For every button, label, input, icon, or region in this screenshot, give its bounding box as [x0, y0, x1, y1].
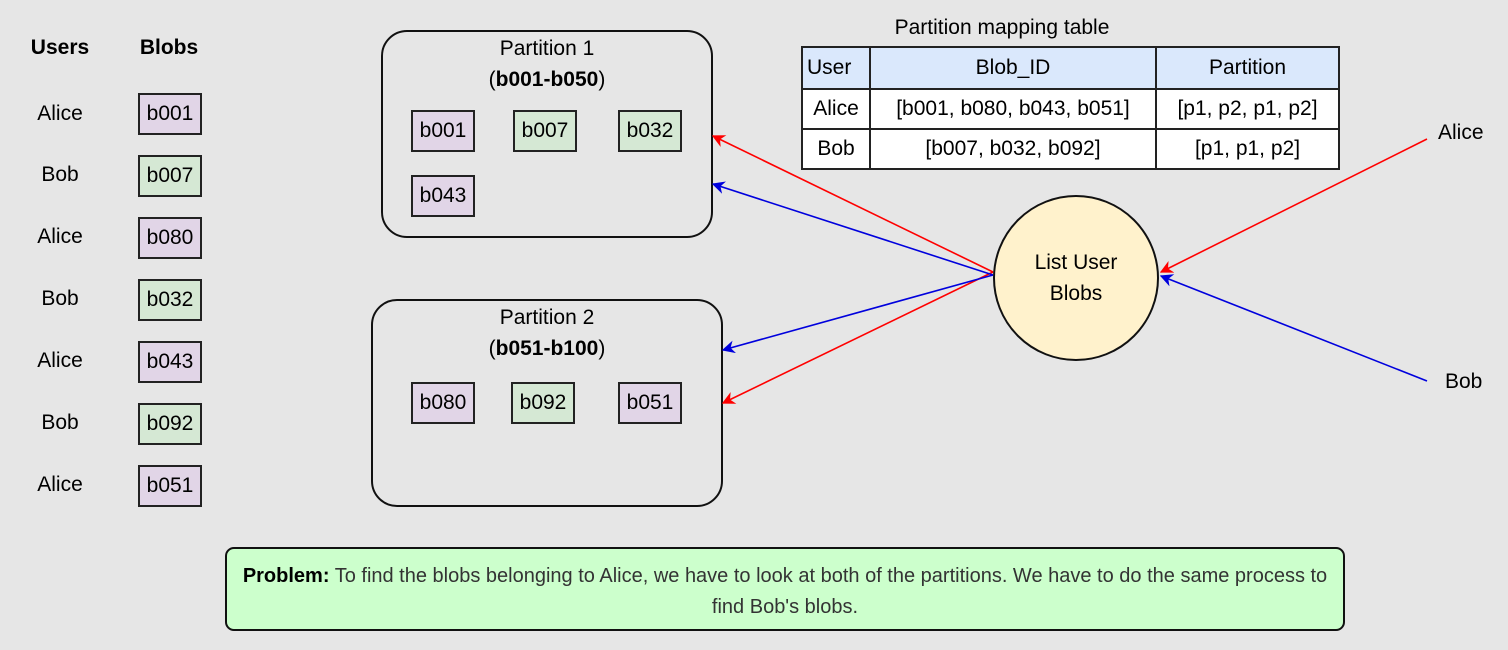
service-to-partition-2-bob-arrow: [721, 274, 994, 354]
mapping-table-title: Partition mapping table: [894, 16, 1110, 39]
problem-text: To find the blobs belonging to Alice, we…: [334, 565, 1328, 618]
service-to-partition-1-alice-arrow: [711, 135, 994, 273]
partition-1-range: (b001-b050): [488, 68, 606, 91]
blob-item: b032: [138, 279, 202, 321]
table-cell: Bob: [801, 128, 871, 170]
user-label: Bob: [41, 411, 79, 434]
user-label: Bob: [41, 163, 79, 186]
user-label: Alice: [37, 102, 83, 125]
table-row: Alice [b001, b080, b043, b051] [p1, p2, …: [801, 88, 1340, 130]
table-cell: [p1, p2, p1, p2]: [1155, 88, 1340, 130]
service-to-partition-1-bob-arrow: [711, 181, 994, 276]
alice-to-service-arrow: [1159, 138, 1428, 273]
user-label: Bob: [41, 287, 79, 310]
partition-1-blob: b001: [411, 110, 475, 152]
blob-item: b051: [138, 465, 202, 507]
partition-1-blob: b007: [513, 110, 577, 152]
service-label: List User Blobs: [1034, 251, 1118, 305]
actor-bob: Bob: [1445, 370, 1483, 393]
problem-label: Problem:: [242, 565, 330, 587]
blob-item: b043: [138, 341, 202, 383]
partition-2-title: Partition 2: [499, 306, 595, 329]
partition-1-title: Partition 1: [499, 37, 595, 60]
table-row: Bob [b007, b032, b092] [p1, p1, p2]: [801, 128, 1340, 170]
user-label: Alice: [37, 225, 83, 248]
table-header-row: User Blob_ID Partition: [801, 46, 1340, 90]
partition-2-blob: b051: [618, 382, 682, 424]
table-cell: [b007, b032, b092]: [869, 128, 1157, 170]
user-label: Alice: [37, 473, 83, 496]
partition-1-blob: b032: [618, 110, 682, 152]
problem-note: Problem: To find the blobs belonging to …: [225, 547, 1345, 631]
blob-item: b007: [138, 155, 202, 197]
column-header-blob-id: Blob_ID: [869, 46, 1157, 90]
list-user-blobs-service: List User Blobs: [993, 195, 1159, 361]
blob-item: b080: [138, 217, 202, 259]
blobs-header: Blobs: [139, 36, 199, 59]
blob-item: b092: [138, 403, 202, 445]
table-cell: Alice: [801, 88, 871, 130]
actor-alice: Alice: [1438, 121, 1484, 144]
partition-2-blob: b080: [411, 382, 475, 424]
service-to-partition-2-alice-arrow: [721, 271, 994, 404]
table-cell: [b001, b080, b043, b051]: [869, 88, 1157, 130]
user-label: Alice: [37, 349, 83, 372]
users-header: Users: [30, 36, 90, 59]
blob-item: b001: [138, 93, 202, 135]
partition-1-blob: b043: [411, 175, 475, 217]
table-cell: [p1, p1, p2]: [1155, 128, 1340, 170]
partition-2-blob: b092: [511, 382, 575, 424]
partition-mapping-table: User Blob_ID Partition Alice [b001, b080…: [801, 46, 1340, 170]
column-header-user: User: [801, 46, 871, 90]
partition-2-range: (b051-b100): [488, 337, 606, 360]
column-header-partition: Partition: [1155, 46, 1340, 90]
bob-to-service-arrow: [1159, 274, 1428, 382]
